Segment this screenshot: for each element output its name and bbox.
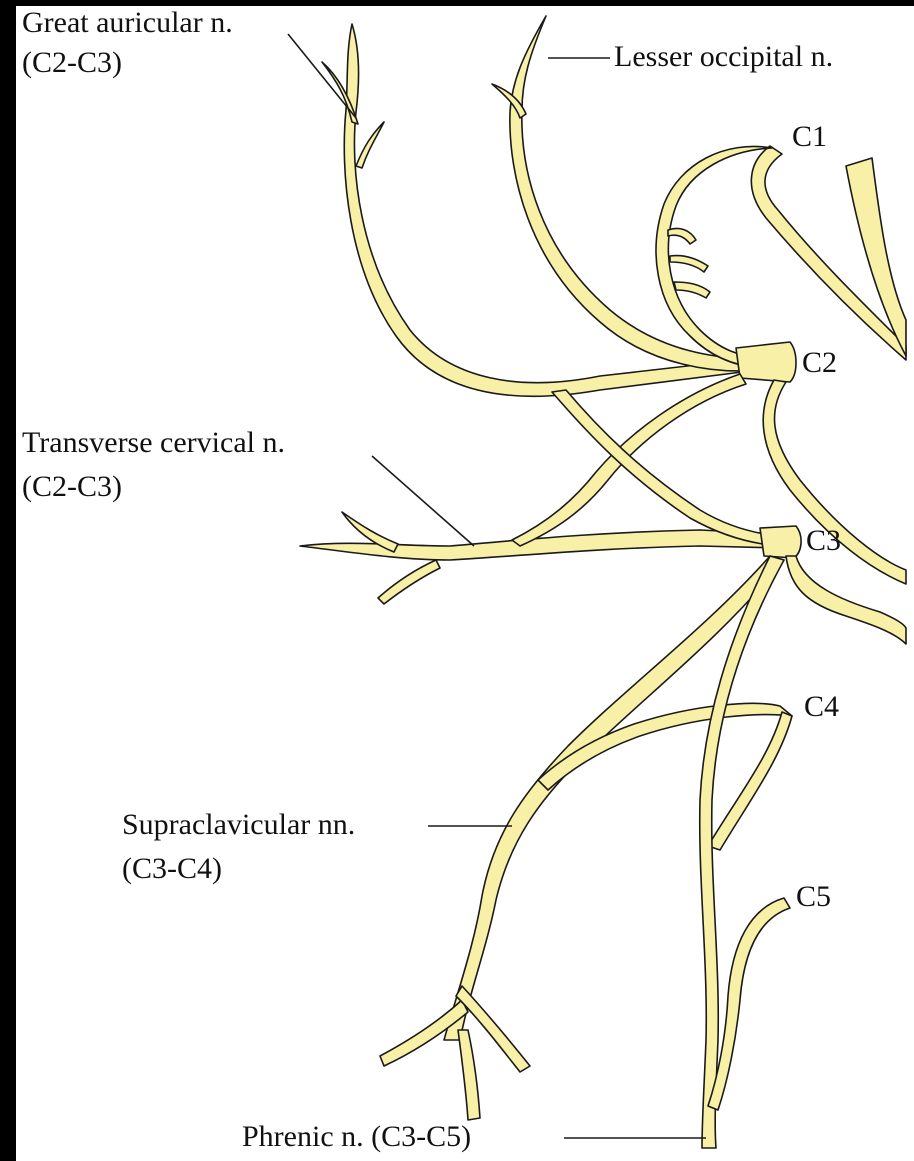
- c4-label: C4: [804, 690, 839, 724]
- c1-label: C1: [792, 120, 827, 154]
- lesser-occipital-label: Lesser occipital n.: [614, 40, 833, 74]
- transverse-cervical-twig-2: [378, 560, 440, 604]
- c2-node: [736, 342, 796, 382]
- c1-loop-twig: [668, 228, 696, 244]
- c1-loop-twig-2: [670, 255, 708, 272]
- transverse-cervical-label: Transverse cervical n.: [22, 426, 285, 460]
- supraclavicular-label: Supraclavicular nn.: [122, 808, 355, 842]
- supraclavicular-roots-label: (C3-C4): [122, 852, 222, 886]
- c2-label: C2: [802, 346, 837, 380]
- transverse-cervical-leader: [372, 456, 474, 546]
- great-auricular-twig-2: [356, 122, 384, 168]
- phrenic-label: Phrenic n. (C3-C5): [242, 1120, 471, 1154]
- great-auricular-roots-label: (C2-C3): [22, 46, 122, 80]
- great-auricular-nerve: [344, 24, 742, 396]
- c1-loop-twig-3: [674, 282, 710, 298]
- c3-label: C3: [806, 524, 841, 558]
- phrenic-nerve: [700, 556, 784, 1148]
- c5-root: [708, 898, 790, 1110]
- supraclavicular-branch-mid: [458, 1030, 480, 1120]
- great-auricular-label: Great auricular n.: [22, 6, 233, 40]
- great-auricular-leader: [288, 34, 356, 118]
- transverse-cervical-roots-label: (C2-C3): [22, 470, 122, 504]
- c3-node: [760, 526, 801, 558]
- c5-label: C5: [796, 880, 831, 914]
